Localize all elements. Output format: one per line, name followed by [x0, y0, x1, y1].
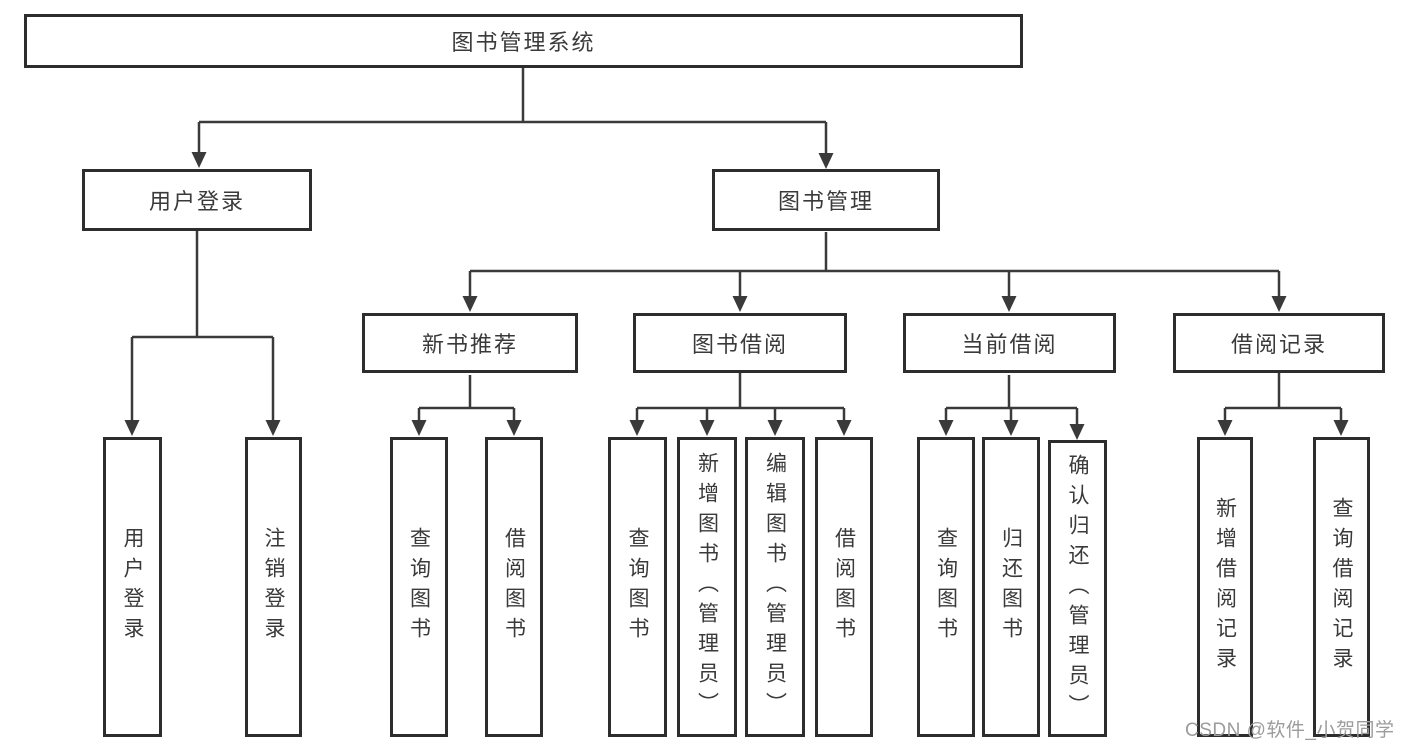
node-label: 编辑图书（管理员）	[763, 452, 787, 722]
arrow-to-leaf-add-record	[1217, 408, 1233, 436]
connector-current-borrow-bus	[946, 375, 1077, 410]
node-label: 当前借阅	[961, 332, 1058, 357]
arrow-to-leaf-edit-book	[767, 408, 783, 436]
node-leaf-borrow-books-2: 借阅图书	[815, 437, 873, 737]
node-leaf-query-borrow-record: 查询借阅记录	[1313, 437, 1370, 737]
node-label: 新书推荐	[421, 332, 518, 357]
node-leaf-add-book-admin: 新增图书（管理员）	[677, 437, 737, 737]
node-label: 借阅图书	[502, 527, 526, 647]
node-leaf-return-book: 归还图书	[982, 437, 1040, 737]
arrow-to-book-borrow	[732, 271, 748, 312]
arrow-to-new-book	[462, 271, 478, 312]
node-leaf-user-login: 用户登录	[103, 437, 162, 737]
node-book-borrowing: 图书借阅	[633, 313, 847, 373]
arrow-to-leaf-query-books-1	[411, 408, 427, 436]
node-current-borrowing: 当前借阅	[903, 313, 1116, 373]
node-label: 图书管理	[777, 189, 874, 214]
node-label: 用户登录	[121, 527, 144, 647]
node-leaf-borrow-books-1: 借阅图书	[485, 437, 543, 737]
arrow-to-leaf-borrow-books-1	[506, 408, 522, 436]
arrow-to-book-mgmt	[818, 122, 834, 169]
arrow-to-leaf-logout	[265, 337, 281, 436]
node-label: 确认归还（管理员）	[1066, 453, 1089, 724]
node-label: 查询图书	[626, 527, 649, 647]
node-borrowing-records: 借阅记录	[1173, 313, 1385, 373]
connector-book-borrow-bus	[637, 373, 844, 410]
connector-borrow-record-bus	[1225, 373, 1341, 410]
arrow-to-leaf-user-login	[124, 337, 140, 436]
node-label: 注销登录	[262, 527, 285, 647]
arrow-to-borrow-record	[1271, 271, 1287, 312]
connector-user-login-bus	[132, 231, 273, 339]
node-label: 查询借阅记录	[1330, 497, 1353, 677]
node-label: 新增图书（管理员）	[695, 452, 719, 722]
arrow-to-leaf-confirm-return	[1069, 408, 1085, 440]
node-label: 图书借阅	[691, 332, 788, 357]
node-label: 借阅图书	[832, 527, 856, 647]
arrow-to-leaf-query-books-3	[938, 408, 954, 436]
connector-root-bus	[199, 68, 826, 124]
node-label: 查询图书	[934, 527, 958, 647]
node-label: 归还图书	[999, 527, 1023, 647]
arrow-to-leaf-borrow-books-2	[836, 408, 852, 436]
node-label: 新增借阅记录	[1213, 497, 1237, 677]
node-leaf-confirm-return-admin: 确认归还（管理员）	[1048, 440, 1107, 737]
node-label: 查询图书	[407, 527, 431, 647]
node-label: 借阅记录	[1230, 332, 1327, 357]
node-leaf-query-books-2: 查询图书	[608, 437, 667, 737]
arrow-to-current-borrow	[1001, 271, 1017, 312]
node-label: 用户登录	[148, 189, 245, 214]
node-leaf-add-borrow-record: 新增借阅记录	[1197, 437, 1253, 737]
csdn-watermark: CSDN @软件_小贺同学	[1185, 720, 1395, 741]
node-leaf-edit-book-admin: 编辑图书（管理员）	[745, 437, 805, 737]
node-leaf-query-books-1: 查询图书	[390, 437, 448, 737]
node-leaf-logout: 注销登录	[245, 437, 302, 737]
connector-new-book-bus	[419, 375, 514, 410]
node-leaf-query-books-3: 查询图书	[917, 437, 975, 737]
connector-book-mgmt-bus	[470, 232, 1279, 273]
node-new-book-recommend: 新书推荐	[362, 313, 578, 373]
node-library-management-system: 图书管理系统	[24, 14, 1023, 68]
arrow-to-leaf-add-book	[699, 408, 715, 436]
arrow-to-user-login	[191, 122, 207, 168]
node-user-login: 用户登录	[82, 169, 312, 231]
node-book-management: 图书管理	[712, 169, 940, 231]
arrow-to-leaf-query-books-2	[629, 408, 645, 436]
arrow-to-leaf-query-record	[1333, 408, 1349, 436]
node-label: 图书管理系统	[451, 30, 596, 55]
arrow-to-leaf-return-book	[1003, 408, 1019, 436]
